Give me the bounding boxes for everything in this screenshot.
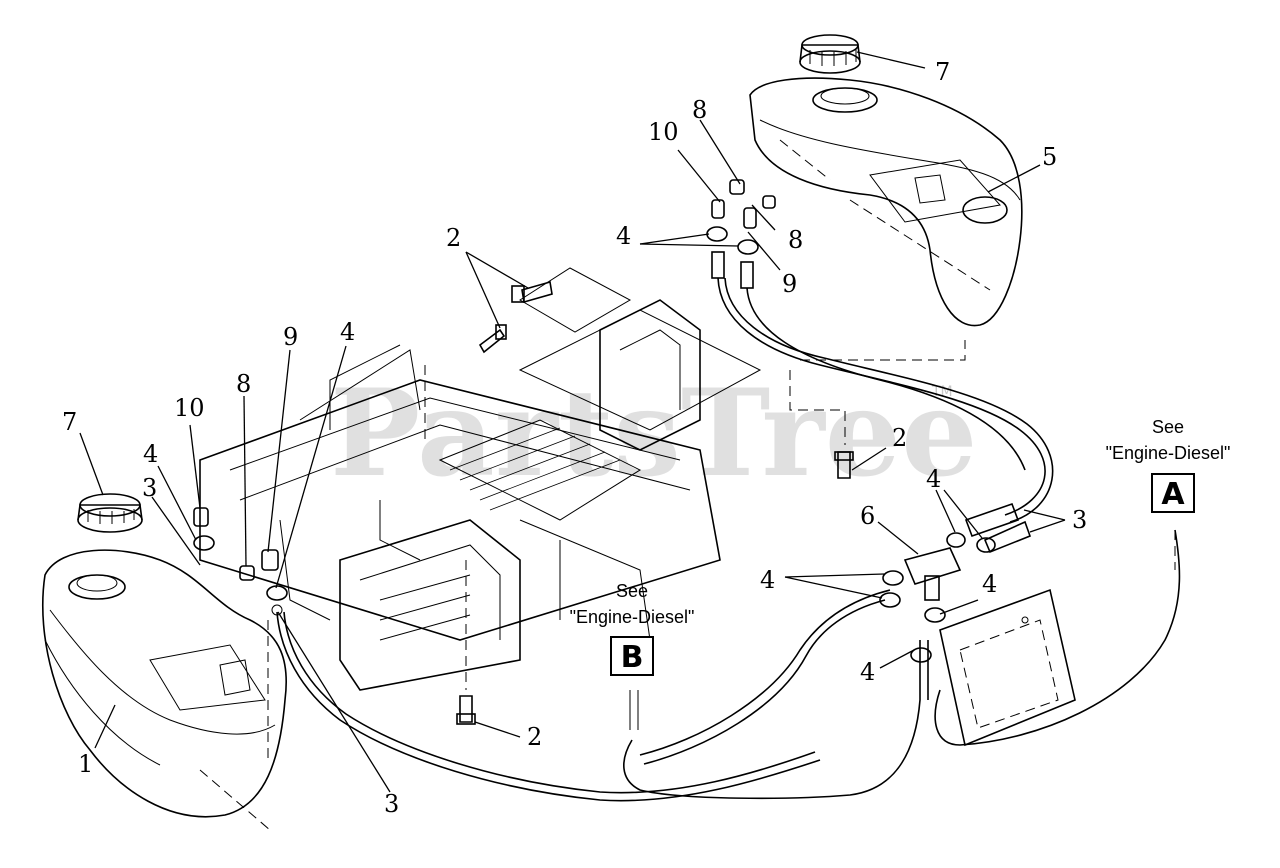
tee-fitting — [879, 532, 996, 663]
reference-b-see: See — [616, 581, 648, 601]
callout-2: 2 — [892, 424, 907, 452]
reference-a-box — [1151, 473, 1195, 513]
fuel-hoses — [623, 277, 1054, 800]
filter-plate — [934, 529, 1181, 747]
callout-3: 3 — [1072, 506, 1087, 534]
callout-4: 4 — [982, 570, 997, 598]
callout-8: 8 — [788, 226, 803, 254]
fuel-tank-left — [41, 549, 288, 818]
callout-1: 1 — [78, 750, 93, 778]
callout-4: 4 — [340, 318, 355, 346]
callout-9: 9 — [782, 270, 797, 298]
watermark-tm: TM — [931, 384, 953, 400]
callout-10: 10 — [648, 118, 679, 146]
watermark: PartsTree TM — [330, 363, 977, 504]
left-fittings — [193, 507, 821, 802]
callout-10: 10 — [174, 394, 205, 422]
callout-3: 3 — [142, 474, 157, 502]
bolts — [456, 280, 966, 725]
reference-b-box — [610, 636, 654, 676]
callout-7: 7 — [62, 408, 77, 436]
callout-9: 9 — [283, 323, 298, 351]
fuel-cap-right — [799, 34, 861, 74]
callout-8: 8 — [236, 370, 251, 398]
callouts: 7 5 8 10 8 9 4 2 2 2 3 4 6 4 4 4 7 4 3 1… — [62, 58, 1087, 818]
reference-b: See "Engine-Diesel" B — [570, 581, 695, 676]
reference-a-target: "Engine-Diesel" — [1106, 443, 1231, 463]
fuel-cap-left — [77, 493, 143, 533]
callout-4: 4 — [760, 566, 775, 594]
callout-2: 2 — [527, 723, 542, 751]
right-fittings — [706, 179, 776, 289]
fuel-tank-right — [749, 77, 1023, 327]
reference-b-target: "Engine-Diesel" — [570, 607, 695, 627]
reference-a: See "Engine-Diesel" A — [1106, 417, 1231, 513]
reference-a-letter: A — [1161, 477, 1185, 512]
callout-4: 4 — [860, 658, 875, 686]
callout-5: 5 — [1042, 143, 1057, 171]
chassis-frame — [199, 267, 762, 831]
callout-2: 2 — [446, 224, 461, 252]
callout-7: 7 — [935, 58, 950, 86]
callout-4: 4 — [143, 440, 158, 468]
reference-a-see: See — [1152, 417, 1184, 437]
callout-8: 8 — [692, 96, 707, 124]
callout-4: 4 — [926, 465, 941, 493]
callout-6: 6 — [860, 502, 875, 530]
leader-lines — [79, 51, 1066, 793]
callout-3: 3 — [384, 790, 399, 818]
reference-b-letter: B — [621, 640, 644, 675]
watermark-text: PartsTree — [330, 363, 977, 504]
callout-4: 4 — [616, 222, 631, 250]
